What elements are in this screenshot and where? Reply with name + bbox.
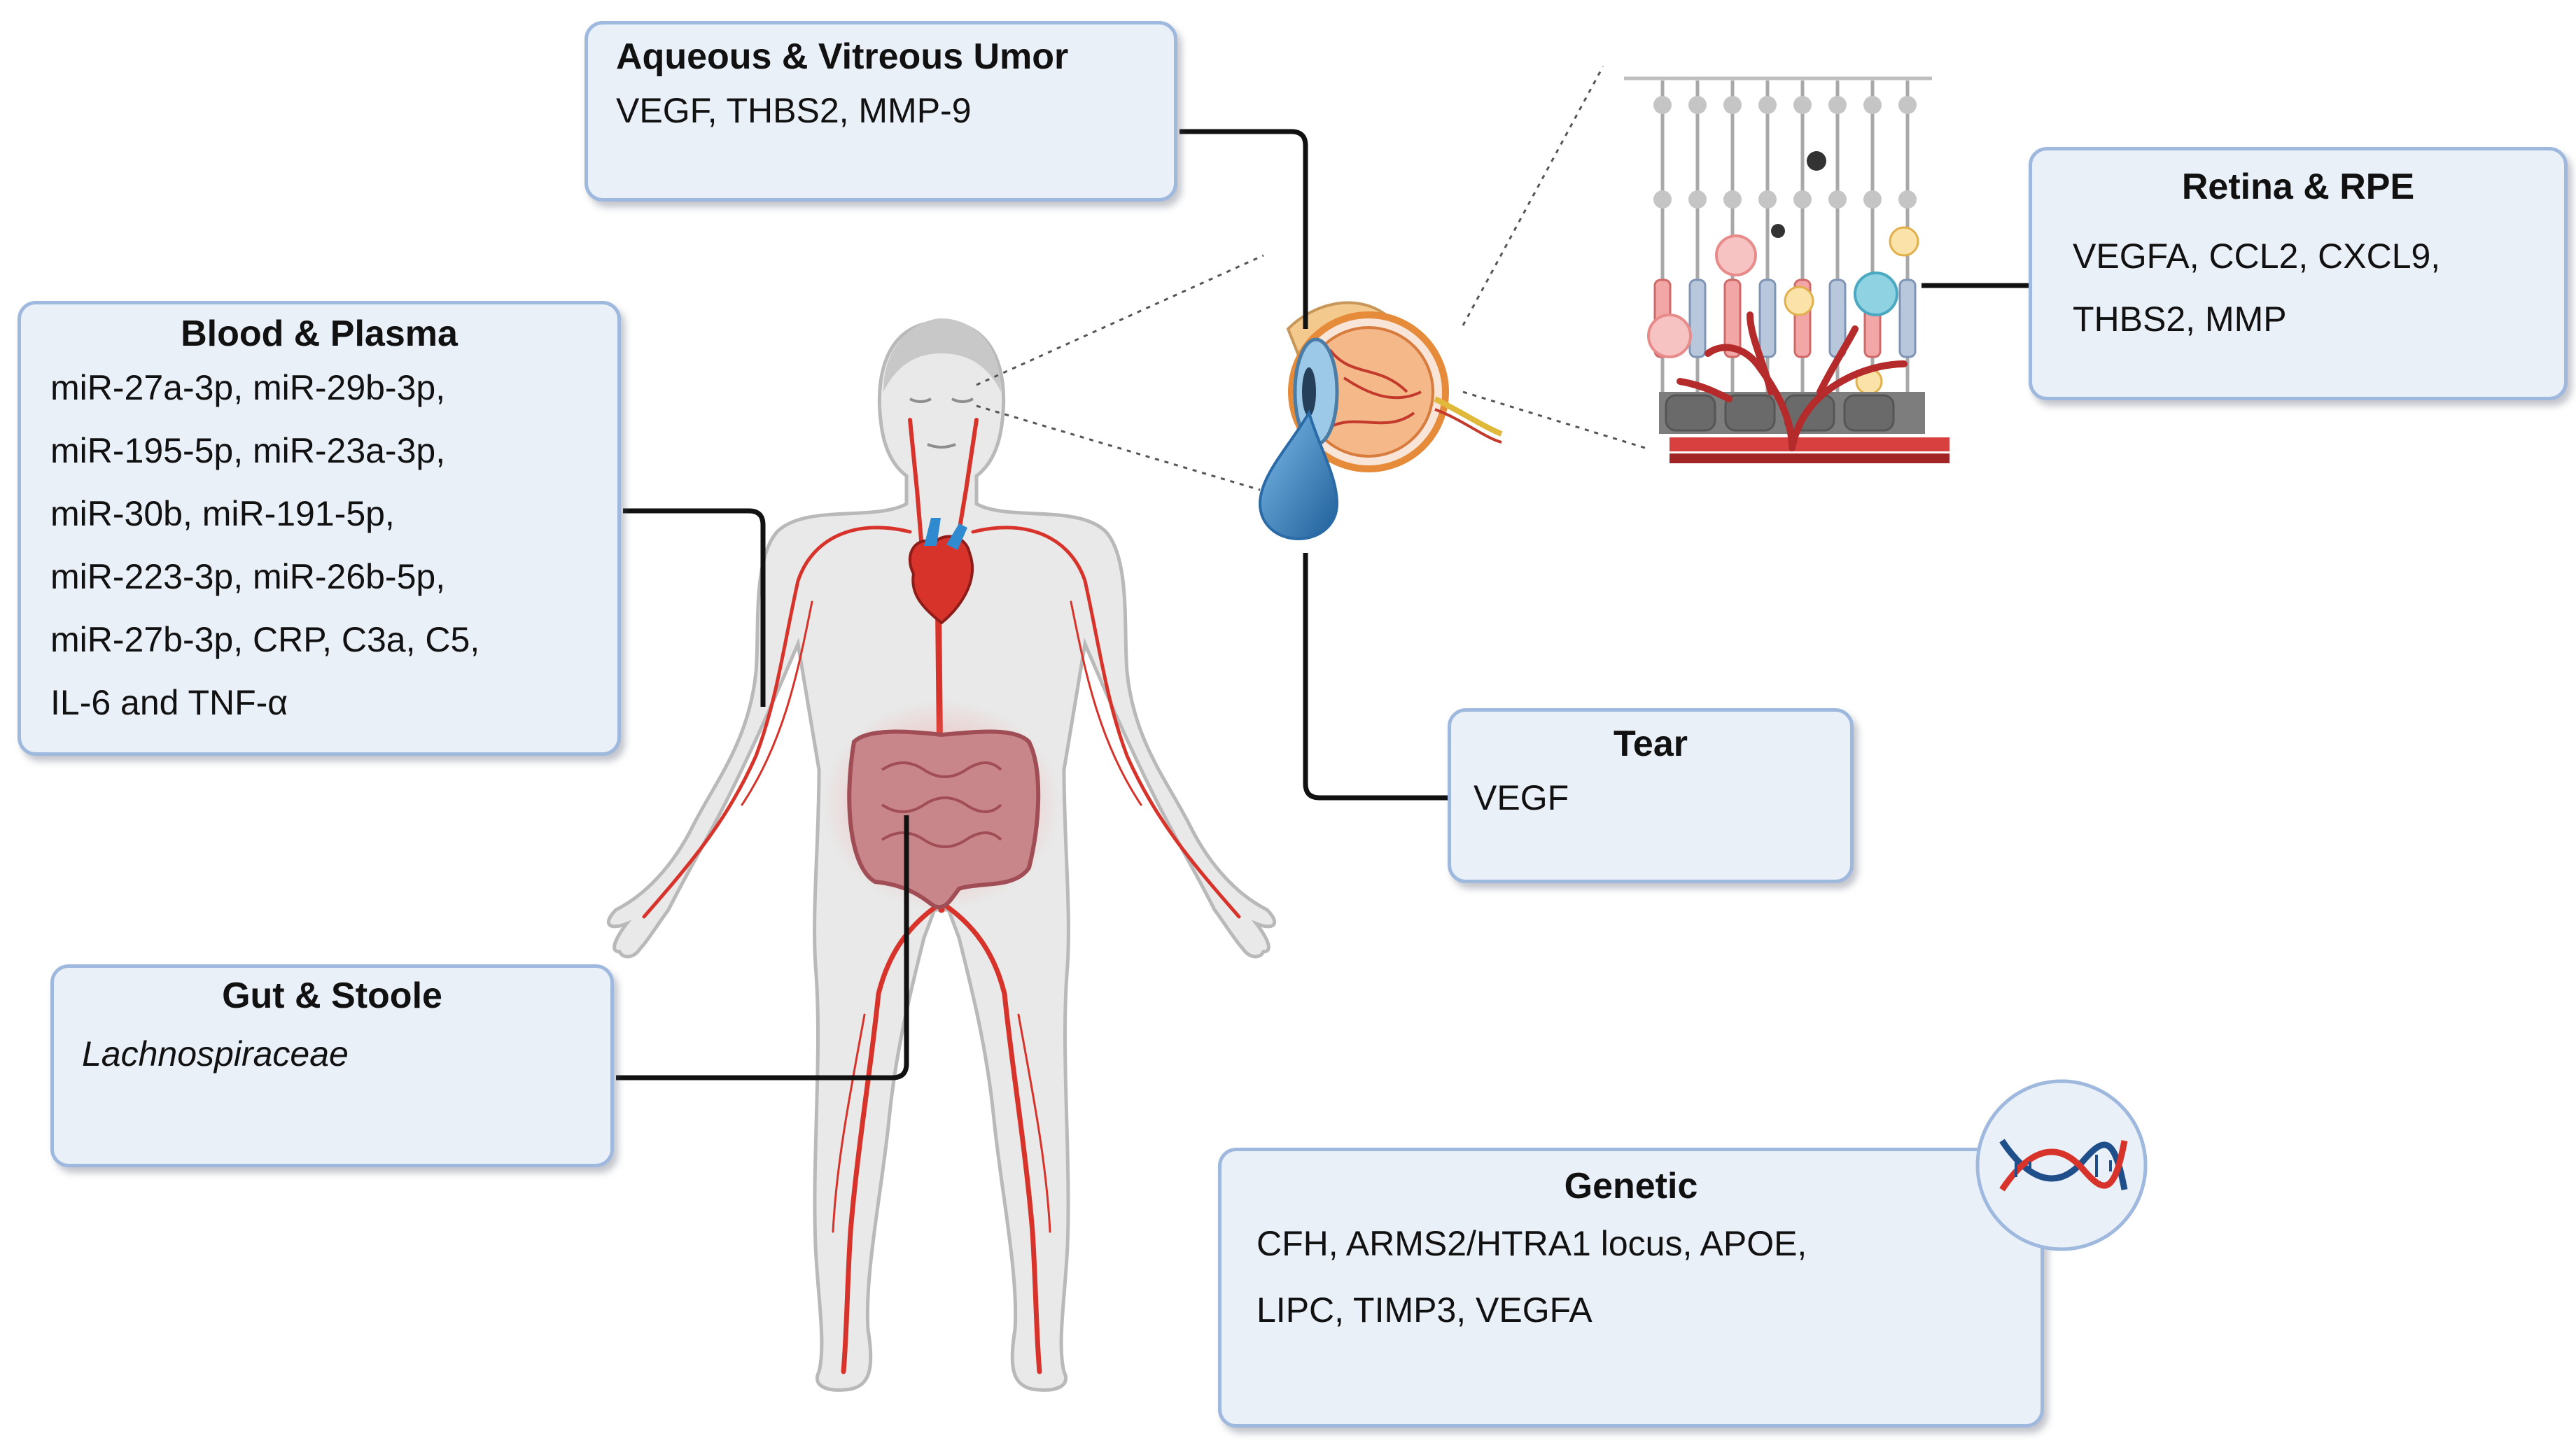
intestine-icon xyxy=(822,700,1060,910)
blood-plasma-line-2: miR-195-5p, miR-23a-3p, xyxy=(50,431,446,470)
blood-plasma-line-4: miR-223-3p, miR-26b-5p, xyxy=(50,557,446,596)
gut-stool-box: Gut & Stoole Lachnospiraceae xyxy=(50,964,614,1167)
blood-plasma-line-1: miR-27a-3p, miR-29b-3p, xyxy=(50,368,446,407)
aqueous-vitreous-title: Aqueous & Vitreous Umor xyxy=(616,36,1069,77)
tear-box: Tear VEGF xyxy=(1448,708,1854,883)
aqueous-vitreous-box: Aqueous & Vitreous Umor VEGF, THBS2, MMP… xyxy=(584,21,1177,202)
blood-plasma-box: Blood & Plasma miR-27a-3p, miR-29b-3p, m… xyxy=(18,301,621,756)
gut-stool-line-1: Lachnospiraceae xyxy=(82,1034,349,1074)
blood-plasma-line-3: miR-30b, miR-191-5p, xyxy=(50,494,395,533)
heart-icon xyxy=(908,518,974,625)
retina-rpe-line-1: VEGFA, CCL2, CXCL9, xyxy=(2073,237,2441,276)
dna-badge xyxy=(1975,1079,2148,1251)
eye-icon xyxy=(1286,301,1503,472)
retina-rpe-line-2: THBS2, MMP xyxy=(2073,300,2287,339)
tear-drop-icon xyxy=(1258,409,1339,541)
blood-plasma-line-5: miR-27b-3p, CRP, C3a, C5, xyxy=(50,620,480,659)
connector-lines xyxy=(616,129,2030,1081)
genetic-box: Genetic CFH, ARMS2/HTRA1 locus, APOE, LI… xyxy=(1218,1148,2044,1428)
gut-stool-title: Gut & Stoole xyxy=(222,976,442,1016)
genetic-line-1: CFH, ARMS2/HTRA1 locus, APOE, xyxy=(1256,1224,1807,1263)
retina-layers-icon xyxy=(1624,76,1949,463)
retina-rpe-title: Retina & RPE xyxy=(2181,167,2415,207)
genetic-title: Genetic xyxy=(1564,1166,1698,1206)
tear-title: Tear xyxy=(1614,724,1688,764)
genetic-line-2: LIPC, TIMP3, VEGFA xyxy=(1256,1290,1592,1330)
blood-plasma-title: Blood & Plasma xyxy=(181,314,458,354)
retina-rpe-box: Retina & RPE VEGFA, CCL2, CXCL9, THBS2, … xyxy=(2029,147,2568,400)
tear-line-1: VEGF xyxy=(1474,778,1569,817)
blood-plasma-line-6: IL-6 and TNF-α xyxy=(50,683,288,722)
aqueous-vitreous-line-1: VEGF, THBS2, MMP-9 xyxy=(616,91,972,130)
zoom-lines xyxy=(976,66,1646,491)
